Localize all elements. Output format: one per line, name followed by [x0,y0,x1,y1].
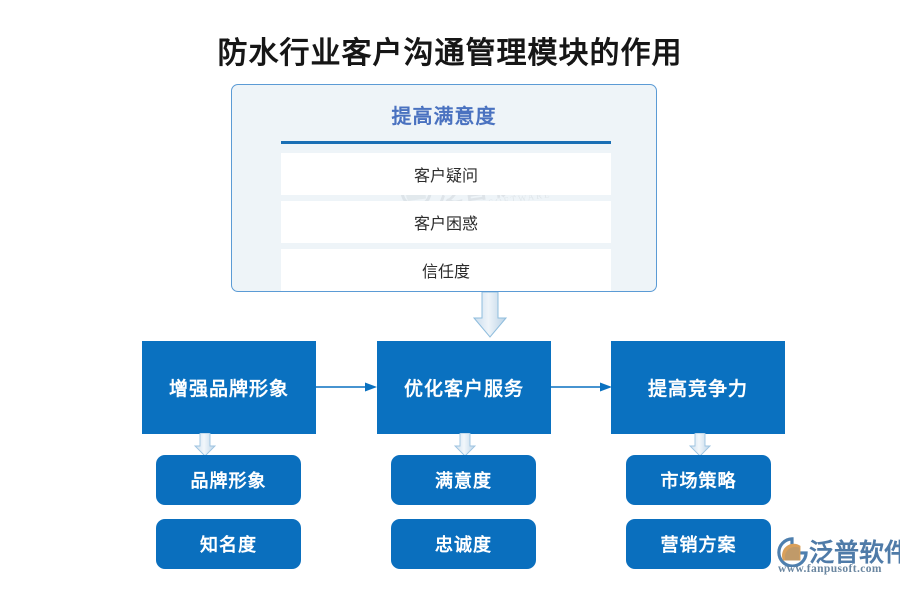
sub-box-label: 忠诚度 [435,535,492,555]
sub-box-awareness[interactable]: 知名度 [156,519,301,569]
flow-box-brand-image[interactable]: 增强品牌形象 [142,341,316,434]
flow-box-label: 提高竞争力 [647,379,748,400]
flow-box-customer-service[interactable]: 优化客户服务 [377,341,551,434]
logo-website-url: www.fanpusoft.com [778,563,882,575]
satisfaction-card: 提高满意度 泛普软件 FANPU SOFTWARE 客户疑问 客户困惑 信任度 [231,84,657,292]
fanpu-logo-mark-icon [777,537,808,567]
card-row-label: 客户困惑 [413,216,478,233]
card-row-label: 客户疑问 [413,168,478,185]
sub-box-loyalty[interactable]: 忠诚度 [391,519,536,569]
card-row[interactable]: 客户疑问 [281,153,611,195]
page-title: 防水行业客户沟通管理模块的作用 [217,37,683,70]
arrow-right-box2-to-box3-icon [551,382,612,392]
arrow-down-col2-icon [454,433,476,457]
arrow-down-col1-icon [194,433,216,457]
card-row-label: 信任度 [421,264,470,281]
sub-box-brand-image[interactable]: 品牌形象 [156,455,301,505]
flow-box-competitiveness[interactable]: 提高竞争力 [611,341,785,434]
card-header-title: 提高满意度 [391,106,497,128]
sub-box-marketing-plan[interactable]: 营销方案 [626,519,771,569]
sub-box-market-strategy[interactable]: 市场策略 [626,455,771,505]
flow-box-label: 增强品牌形象 [168,379,289,400]
sub-box-label: 品牌形象 [190,471,267,491]
flow-box-label: 优化客户服务 [403,379,524,400]
arrow-down-col3-icon [689,433,711,457]
card-row[interactable]: 客户困惑 [281,201,611,243]
sub-box-satisfaction[interactable]: 满意度 [391,455,536,505]
sub-box-label: 知名度 [200,535,257,555]
arrow-right-box1-to-box2-icon [316,382,377,392]
company-logo[interactable]: 泛普软件 www.fanpusoft.com [776,533,900,581]
logo-company-name: 泛普软件 [809,540,900,567]
card-divider [281,141,611,144]
sub-box-label: 市场策略 [660,471,737,491]
card-row[interactable]: 信任度 [281,249,611,291]
arrow-down-card-to-flow-icon [473,292,507,338]
card-row-list: 客户疑问 客户困惑 信任度 [281,153,611,291]
sub-box-label: 满意度 [435,471,492,491]
sub-box-label: 营销方案 [660,535,737,555]
